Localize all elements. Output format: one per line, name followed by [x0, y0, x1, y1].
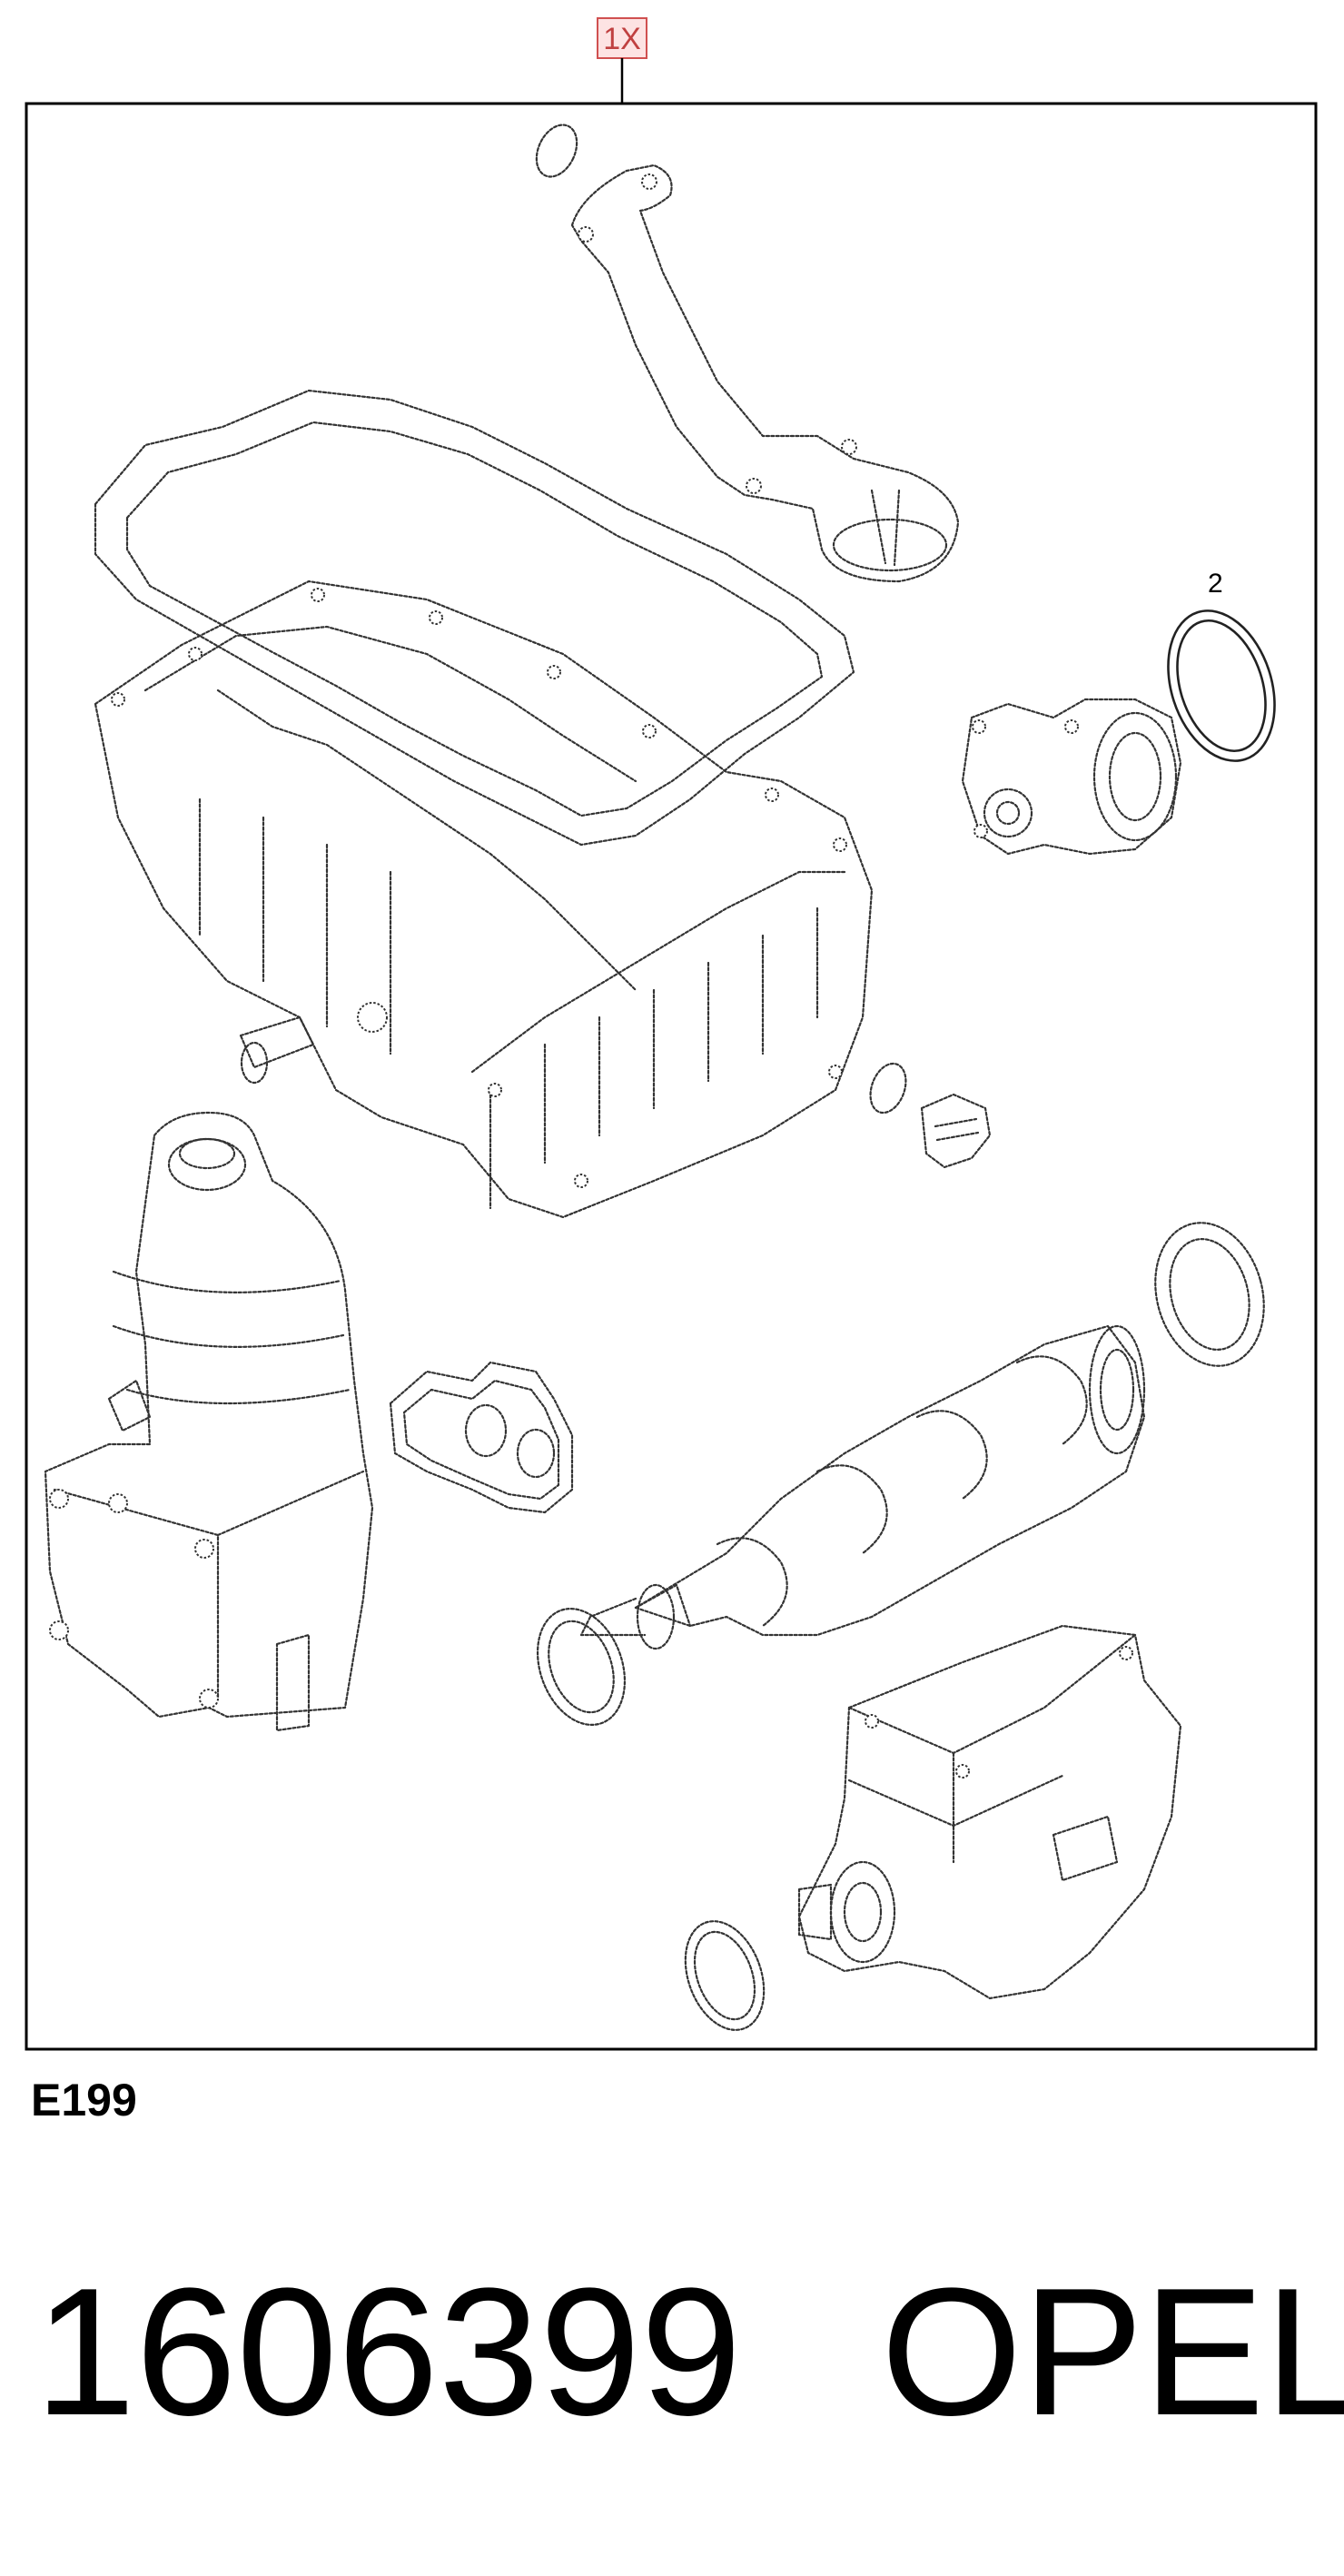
water-pump — [961, 698, 1182, 856]
crankshaft-front-seal — [536, 1607, 627, 1727]
kit-frame — [25, 102, 1318, 2051]
quantity-callout[interactable]: 1X — [597, 17, 647, 59]
oil-pan-gasket — [94, 389, 855, 847]
oring-small-top — [535, 124, 578, 178]
brand-name: OPEL — [881, 2251, 1344, 2453]
pump-oring — [684, 1920, 766, 2031]
drain-plug-with-washer — [869, 1062, 992, 1169]
item-2-label: 2 — [1208, 569, 1223, 599]
crankshaft-rear-seal — [1154, 1222, 1265, 1367]
svg-text:1X: 1X — [603, 22, 641, 56]
oring-item-2 — [1167, 609, 1276, 762]
filter-housing-gasket — [389, 1361, 574, 1514]
pump-oring-inner — [693, 1930, 756, 2021]
diagram-code: E199 — [31, 2075, 137, 2125]
crankshaft — [579, 1324, 1146, 1650]
oil-filter-housing — [44, 1111, 374, 1732]
oil-pickup-tube — [570, 163, 960, 583]
high-pressure-pump — [797, 1624, 1182, 2000]
part-number: 1606399 — [35, 2251, 742, 2453]
oil-pan — [94, 580, 874, 1219]
